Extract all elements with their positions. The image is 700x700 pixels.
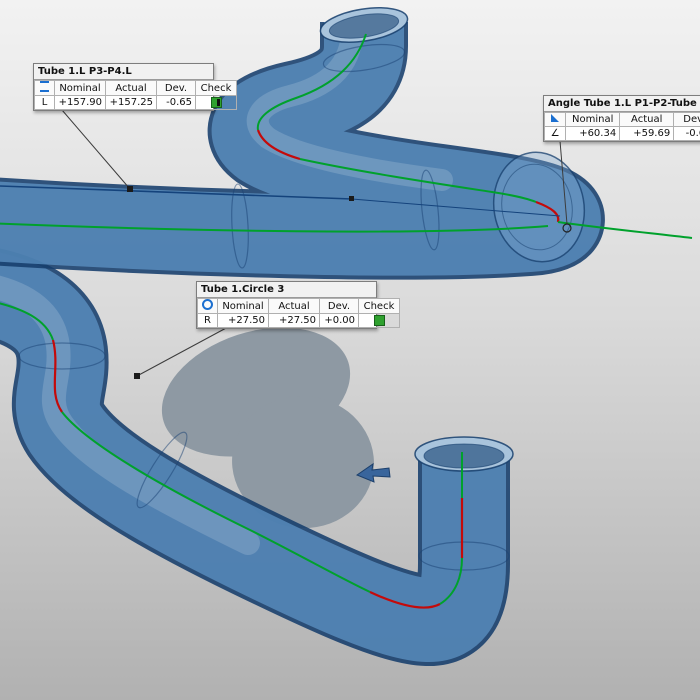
measurement-point-marker bbox=[562, 223, 572, 233]
circle-icon bbox=[197, 298, 218, 314]
dimension-line-tube-length bbox=[0, 185, 561, 217]
nominal-value: +157.90 bbox=[54, 95, 106, 110]
measurement-point-marker bbox=[127, 186, 133, 192]
table-row: R +27.50 +27.50 +0.00 bbox=[197, 313, 400, 328]
annotation-title: Tube 1.L P3-P4.L bbox=[34, 64, 213, 80]
green-check-flag-icon bbox=[210, 96, 222, 108]
col-actual: Actual bbox=[105, 80, 157, 96]
col-nominal: Nominal bbox=[217, 298, 269, 314]
annotation-table: Nominal Actual Dev. Check R +27.50 +27.5… bbox=[197, 298, 400, 328]
green-check-icon bbox=[373, 314, 385, 326]
annotation-circle-radius[interactable]: Tube 1.Circle 3 Nominal Actual Dev. Chec… bbox=[196, 281, 400, 329]
row-label: ∠ bbox=[543, 126, 567, 141]
check-cell bbox=[358, 313, 400, 328]
col-dev: Dev. bbox=[673, 112, 700, 127]
table-row: ∠ +60.34 +59.69 -0.65 bbox=[543, 126, 700, 141]
model-shadow-patch bbox=[161, 327, 374, 529]
length-icon bbox=[34, 80, 55, 96]
col-check: Check bbox=[195, 80, 237, 96]
col-dev: Dev. bbox=[156, 80, 196, 96]
dev-value: -0.65 bbox=[673, 126, 700, 141]
tube-section-rings bbox=[18, 43, 510, 571]
nominal-value: +27.50 bbox=[217, 313, 269, 328]
col-nominal: Nominal bbox=[565, 112, 621, 127]
view-direction-arrow-icon bbox=[355, 462, 391, 483]
tube-open-end-vertical bbox=[414, 436, 514, 472]
tube-open-end-top bbox=[319, 7, 409, 43]
annotation-leaders bbox=[61, 109, 572, 379]
annotation-table: Nominal Actual Dev. Check L +157.90 +157… bbox=[34, 80, 237, 110]
col-dev: Dev. bbox=[319, 298, 359, 314]
col-actual: Actual bbox=[268, 298, 320, 314]
row-label: R bbox=[197, 313, 218, 328]
check-cell bbox=[195, 95, 237, 110]
annotation-title: Angle Tube 1.L P1-P2-Tube 1.L P3-P4 bbox=[544, 96, 700, 112]
row-label: L bbox=[34, 95, 55, 110]
actual-value: +157.25 bbox=[105, 95, 157, 110]
actual-value: +27.50 bbox=[268, 313, 320, 328]
table-row: L +157.90 +157.25 -0.65 bbox=[34, 95, 237, 110]
col-nominal: Nominal bbox=[54, 80, 106, 96]
measurement-point-marker bbox=[134, 373, 140, 379]
dev-value: -0.65 bbox=[156, 95, 196, 110]
dev-value: +0.00 bbox=[319, 313, 359, 328]
centerline-main bbox=[0, 33, 693, 239]
col-actual: Actual bbox=[619, 112, 675, 127]
tube-main-hairpin[interactable] bbox=[0, 2, 605, 280]
angle-icon bbox=[543, 112, 567, 127]
annotation-title: Tube 1.Circle 3 bbox=[197, 282, 376, 298]
annotation-tube-length[interactable]: Tube 1.L P3-P4.L Nominal Actual Dev. Che… bbox=[33, 63, 237, 111]
nominal-value: +60.34 bbox=[565, 126, 621, 141]
annotation-angle[interactable]: Angle Tube 1.L P1-P2-Tube 1.L P3-P4 Nomi… bbox=[543, 95, 700, 142]
tube-lower-loop[interactable] bbox=[0, 248, 510, 666]
annotation-table: Nominal Actual Dev. Check ∠ +60.34 +59.6… bbox=[543, 112, 700, 141]
centerline-loop bbox=[0, 302, 464, 609]
col-check: Check bbox=[358, 298, 400, 314]
actual-value: +59.69 bbox=[619, 126, 675, 141]
tube-bend-rim-right bbox=[492, 151, 586, 263]
